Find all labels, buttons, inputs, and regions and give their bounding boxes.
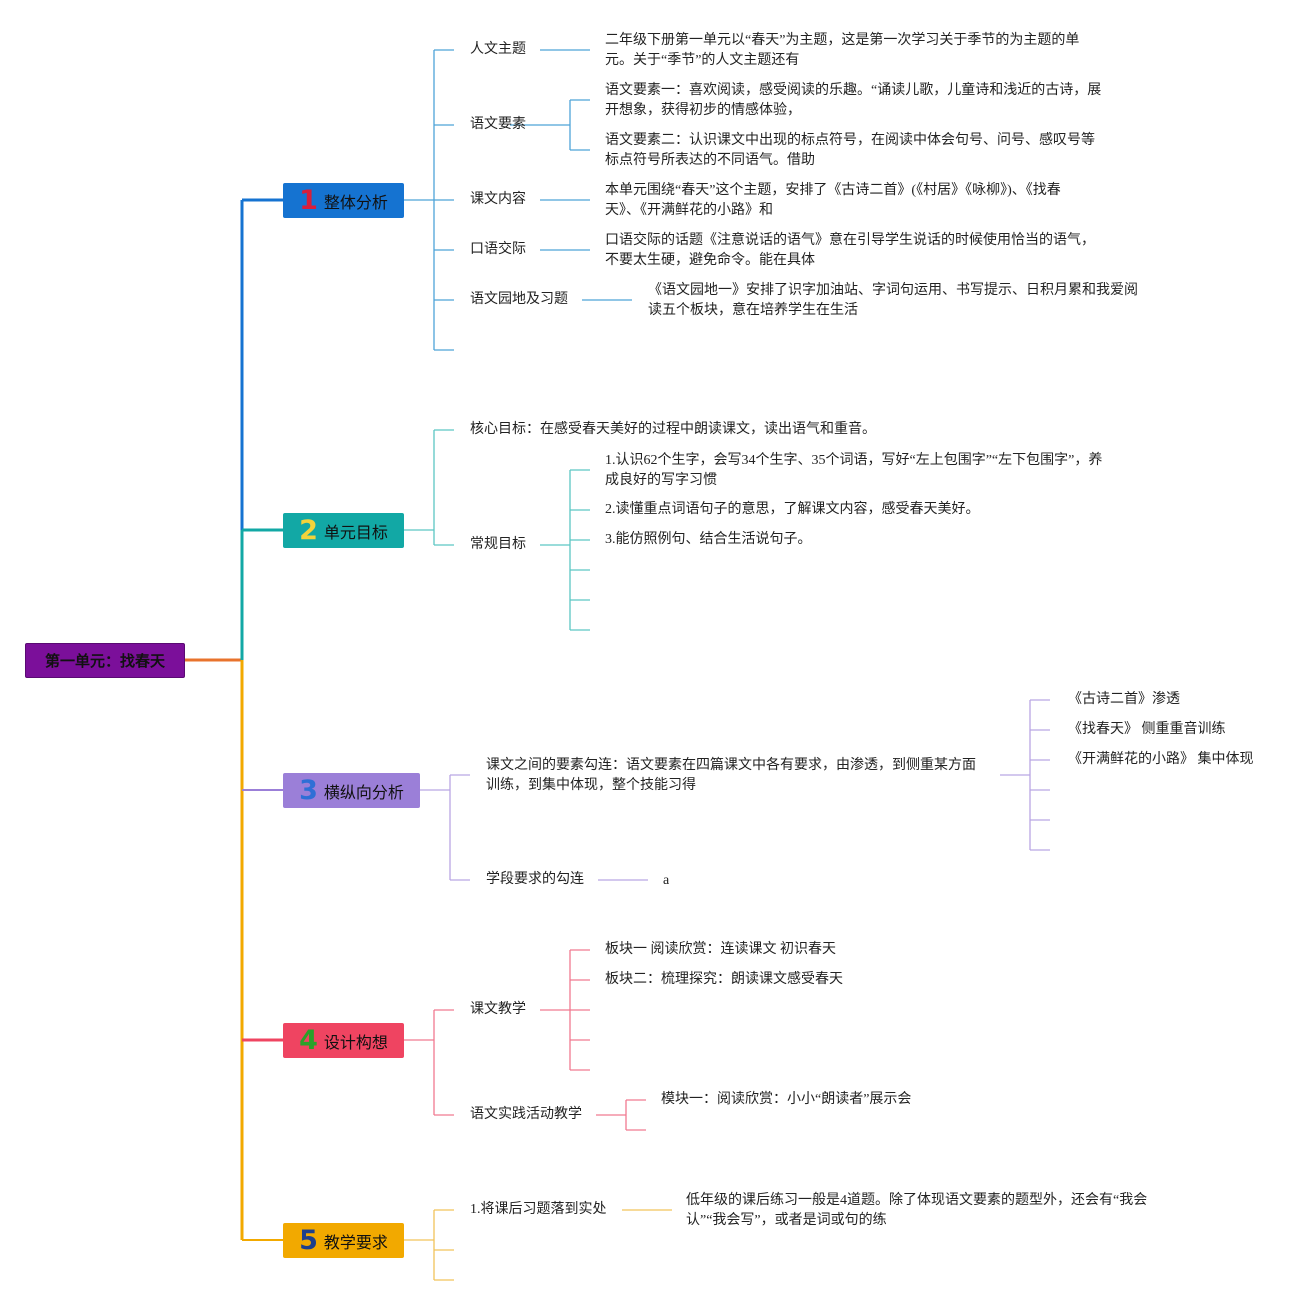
goal-item-2: 2.读懂重点词语句子的意思，了解课文内容，感受春天美好。 [605,502,980,517]
note-language-garden: 《语文园地一》安排了识字加油站、字词句运用、书写提示、日积月累和我爱阅读五个板块… [648,283,1138,318]
topic-element-linkage[interactable]: 课文之间的要素勾连：语文要素在四篇课文中各有要求，由渗透，到侧重某方面训练，到集… [486,758,976,793]
root-node[interactable]: 第一单元：找春天 [25,643,185,678]
note-stage-linkage: a [663,873,670,888]
note-language-element-2: 语文要素二：认识课文中出现的标点符号，在阅读中体会句号、问号、感叹号等标点符号所… [605,133,1095,168]
goal-item-3: 3.能仿照例句、结合生活说句子。 [605,532,812,547]
branch-node-overall-analysis[interactable]: 1 整体分析 [283,183,404,218]
note-oral-communication: 口语交际的话题《注意说话的语气》意在引导学生说话的时候使用恰当的语气，不要太生硬… [605,233,1095,268]
branch-number: 3 [299,774,318,806]
branch-number: 4 [299,1024,318,1056]
topic-oral-communication[interactable]: 口语交际 [470,242,526,257]
branch-node-teaching-requirements[interactable]: 5 教学要求 [283,1223,404,1258]
branch-label: 横纵向分析 [323,784,404,802]
note-text-content: 本单元围绕“春天”这个主题，安排了《古诗二首》(《村居》《咏柳》)、《找春天》、… [605,183,1061,218]
linkage-item-2: 《找春天》 侧重重音训练 [1068,722,1226,737]
topic-text-teaching[interactable]: 课文教学 [470,1002,526,1017]
branch-label: 设计构想 [323,1034,388,1052]
topic-stage-linkage[interactable]: 学段要求的勾连 [486,872,584,887]
topic-language-garden[interactable]: 语文园地及习题 [470,292,568,307]
topic-language-elements[interactable]: 语文要素 [470,117,526,132]
topic-exercise-implementation[interactable]: 1.将课后习题落到实处 [470,1202,607,1217]
topic-practice-activity[interactable]: 语文实践活动教学 [470,1107,582,1122]
branch-node-unit-goals[interactable]: 2 单元目标 [283,513,404,548]
branch-label: 整体分析 [323,194,388,212]
branch-number: 5 [299,1224,318,1256]
teaching-block-2: 板块二：梳理探究：朗读课文感受春天 [605,972,843,987]
note-language-element-1: 语文要素一：喜欢阅读，感受阅读的乐趣。“诵读儿歌，儿童诗和浅近的古诗，展开想象，… [605,83,1102,118]
branch-number: 2 [299,514,318,546]
topic-humanistic-theme[interactable]: 人文主题 [470,42,526,57]
goal-item-1: 1.认识62个生字，会写34个生字、35个词语，写好“左上包围字”“左下包围字”… [605,453,1103,488]
linkage-item-3: 《开满鲜花的小路》 集中体现 [1068,752,1254,767]
branch-label: 教学要求 [323,1234,388,1252]
activity-module-1: 模块一：阅读欣赏：小小“朗读者”展示会 [661,1092,912,1107]
topic-core-goal[interactable]: 核心目标：在感受春天美好的过程中朗读课文，读出语气和重音。 [470,422,876,437]
note-exercise-implementation: 低年级的课后练习一般是4道题。除了体现语文要素的题型外，还会有“我会认”“我会写… [686,1193,1148,1228]
root-label: 第一单元：找春天 [44,653,165,670]
topic-regular-goals[interactable]: 常规目标 [470,537,526,552]
branch-node-design-concept[interactable]: 4 设计构想 [283,1023,404,1058]
branch-label: 单元目标 [323,524,388,542]
branch-node-horizontal-vertical-analysis[interactable]: 3 横纵向分析 [283,773,420,808]
teaching-block-1: 板块一 阅读欣赏：连读课文 初识春天 [605,942,836,957]
linkage-item-1: 《古诗二首》渗透 [1068,692,1180,707]
branch-number: 1 [299,184,318,216]
note-humanistic-theme: 二年级下册第一单元以“春天”为主题，这是第一次学习关于季节的为主题的单元。关于“… [605,33,1080,68]
topic-text-content[interactable]: 课文内容 [470,192,526,207]
